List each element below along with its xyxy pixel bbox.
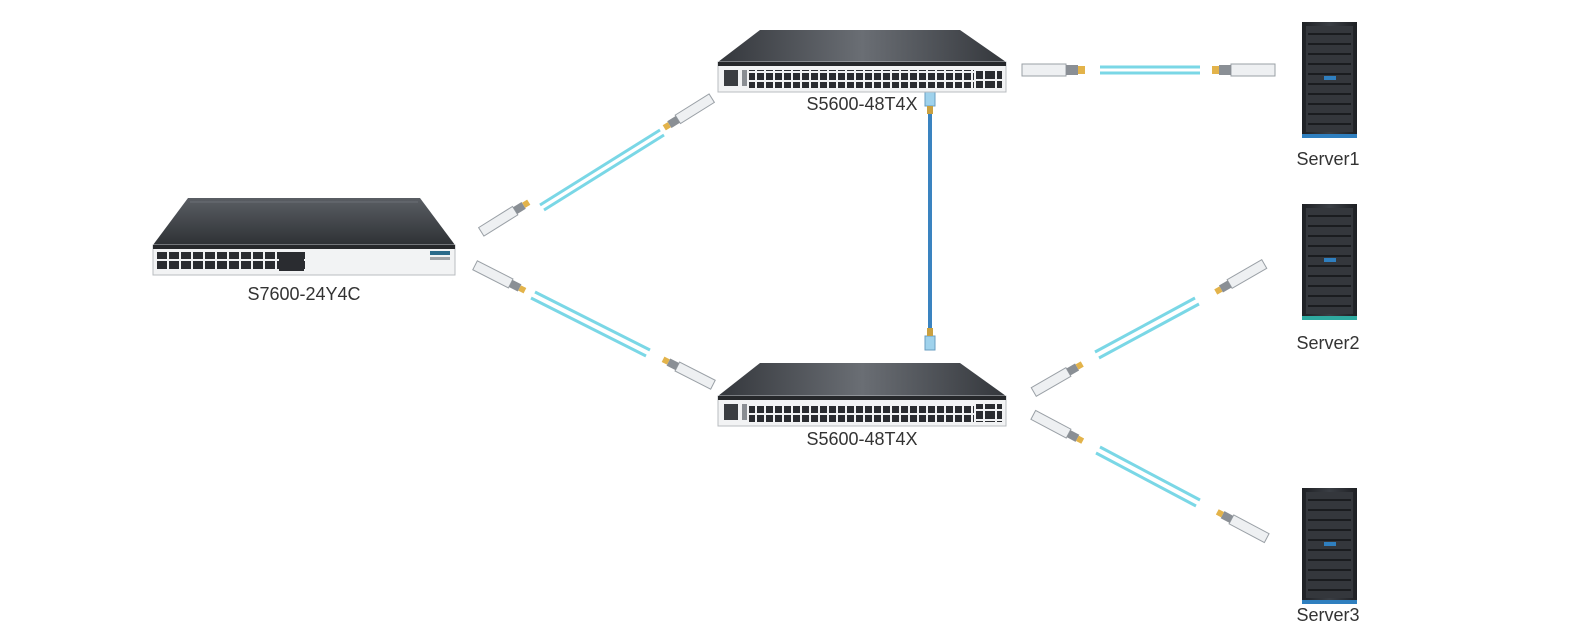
sfp-transceiver-icon — [1030, 409, 1085, 444]
access-switch-top-label: S5600-48T4X — [806, 94, 918, 114]
server2-icon — [1302, 204, 1357, 320]
sfp-transceiver-icon — [1021, 63, 1085, 77]
fiber-bottom-to-server2 — [1094, 296, 1200, 360]
sfp-transceiver-icon — [662, 93, 716, 131]
sfp-transceiver-icon — [1214, 258, 1268, 295]
fiber-core-to-top — [539, 128, 665, 212]
sfp-transceiver-icon — [1212, 63, 1276, 77]
fiber-bottom-to-server3 — [1095, 445, 1201, 508]
fiber-top-to-server1 — [1100, 65, 1200, 75]
core-switch-icon — [152, 198, 456, 276]
fiber-core-to-bottom — [530, 290, 651, 358]
sfp-transceiver-icon — [1030, 361, 1084, 398]
copper-cable-stack-link — [924, 91, 936, 351]
server3-label: Server3 — [1296, 605, 1360, 625]
access-switch-bottom-icon — [717, 363, 1007, 427]
core-switch-label: S7600-24Y4C — [247, 284, 361, 304]
server3-icon — [1302, 488, 1357, 604]
server2-label: Server2 — [1296, 333, 1360, 353]
sfp-transceiver-icon — [1215, 509, 1270, 544]
access-switch-bottom-label: S5600-48T4X — [806, 429, 918, 449]
server1-icon — [1302, 22, 1357, 138]
sfp-transceiver-icon — [472, 260, 527, 294]
server1-label: Server1 — [1296, 149, 1360, 169]
sfp-transceiver-icon — [477, 199, 531, 237]
sfp-transceiver-icon — [661, 356, 716, 390]
access-switch-top-icon — [717, 30, 1007, 93]
